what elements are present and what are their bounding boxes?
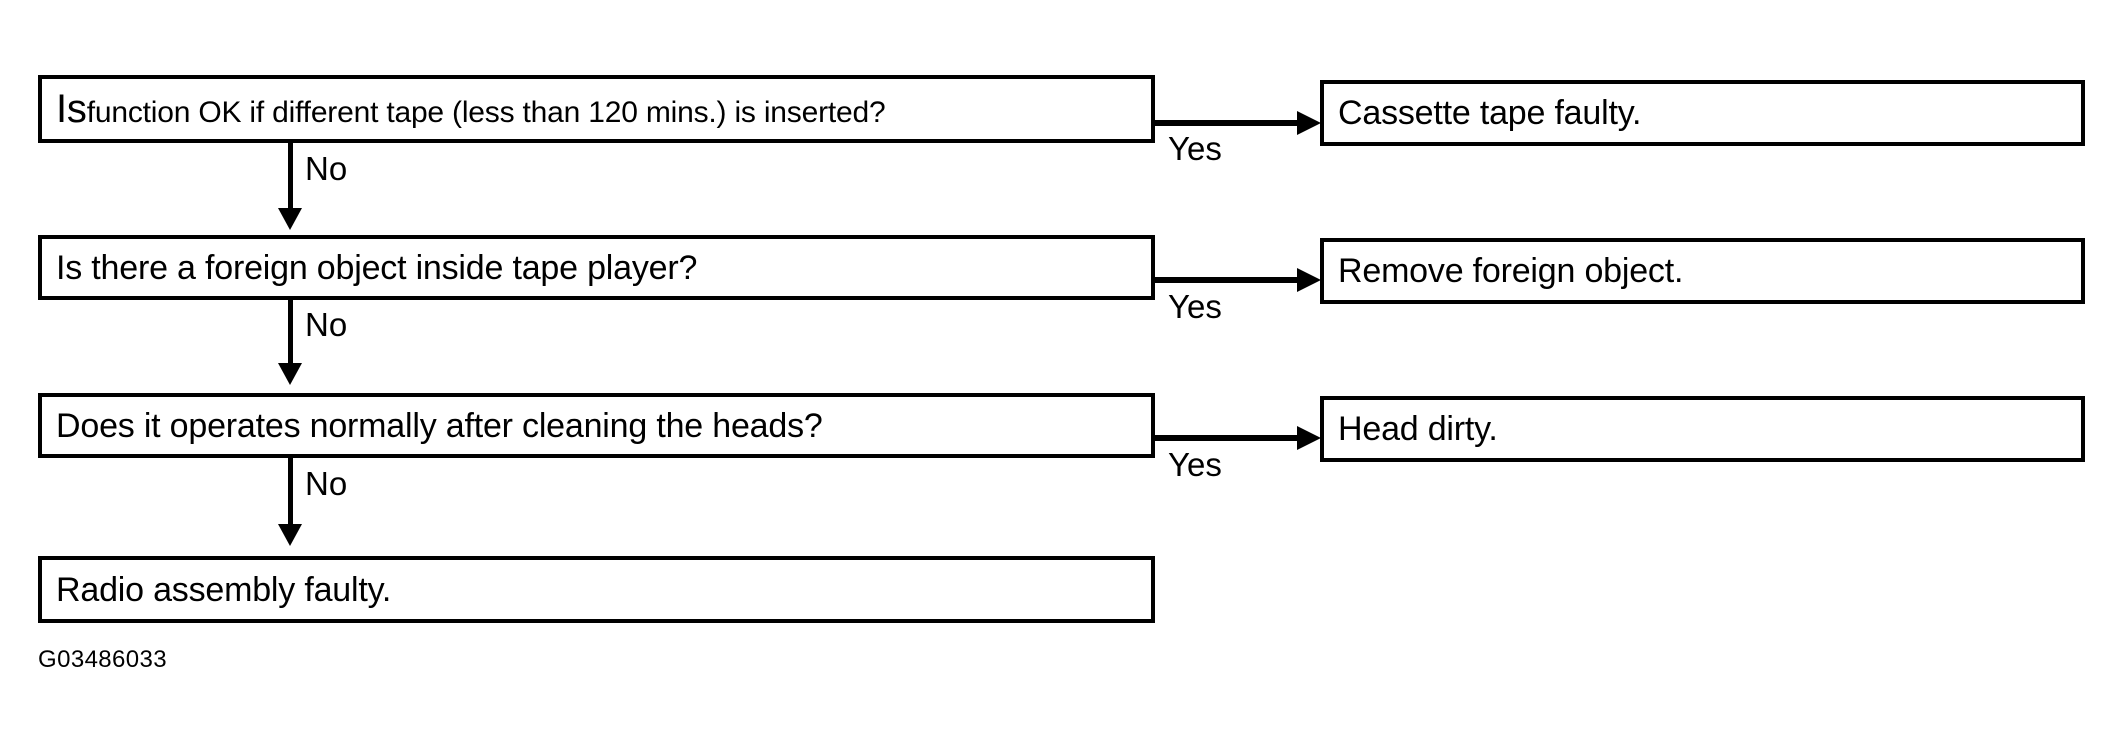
question-box-1-label: Isfunction OK if different tape (less th…	[42, 87, 886, 131]
figure-caption: G03486033	[38, 646, 168, 673]
edge-yes-3-line	[1155, 435, 1303, 441]
question-box-1-rest: function OK if different tape (less than…	[86, 96, 886, 129]
outcome-box-2-label: Remove foreign object.	[1338, 252, 1684, 290]
outcome-box-3-label: Head dirty.	[1338, 410, 1498, 448]
edge-no-2-label: No	[305, 306, 348, 343]
edge-yes-2-line	[1155, 277, 1303, 283]
edge-no-3-arrowhead	[278, 524, 302, 546]
edge-no-3-label: No	[305, 465, 348, 502]
question-box-1: Isfunction OK if different tape (less th…	[38, 75, 1155, 143]
edge-yes-2-arrowhead	[1297, 268, 1321, 292]
question-box-2-label: Is there a foreign object inside tape pl…	[56, 248, 698, 287]
edge-no-1-line	[288, 143, 293, 213]
final-outcome-label: Radio assembly faulty.	[56, 570, 392, 609]
edge-no-2-arrowhead	[278, 363, 302, 385]
edge-no-1-label: No	[305, 150, 348, 187]
edge-no-3-line	[288, 458, 293, 528]
question-box-3: Does it operates normally after cleaning…	[38, 393, 1155, 458]
edge-yes-1-arrowhead	[1297, 111, 1321, 135]
edge-yes-1-line	[1155, 120, 1303, 126]
question-box-1-lead: Is	[56, 87, 87, 131]
question-box-2: Is there a foreign object inside tape pl…	[38, 235, 1155, 300]
outcome-box-3: Head dirty.	[1320, 396, 2085, 462]
final-outcome-box: Radio assembly faulty.	[38, 556, 1155, 623]
edge-yes-3-arrowhead	[1297, 426, 1321, 450]
edge-yes-3-label: Yes	[1168, 446, 1222, 483]
question-box-3-label: Does it operates normally after cleaning…	[56, 406, 823, 445]
edge-yes-1-label: Yes	[1168, 130, 1222, 167]
outcome-box-2: Remove foreign object.	[1320, 238, 2085, 304]
edge-no-2-line	[288, 300, 293, 368]
outcome-box-1: Cassette tape faulty.	[1320, 80, 2085, 146]
edge-yes-2-label: Yes	[1168, 288, 1222, 325]
edge-no-1-arrowhead	[278, 208, 302, 230]
outcome-box-1-label: Cassette tape faulty.	[1338, 94, 1642, 132]
